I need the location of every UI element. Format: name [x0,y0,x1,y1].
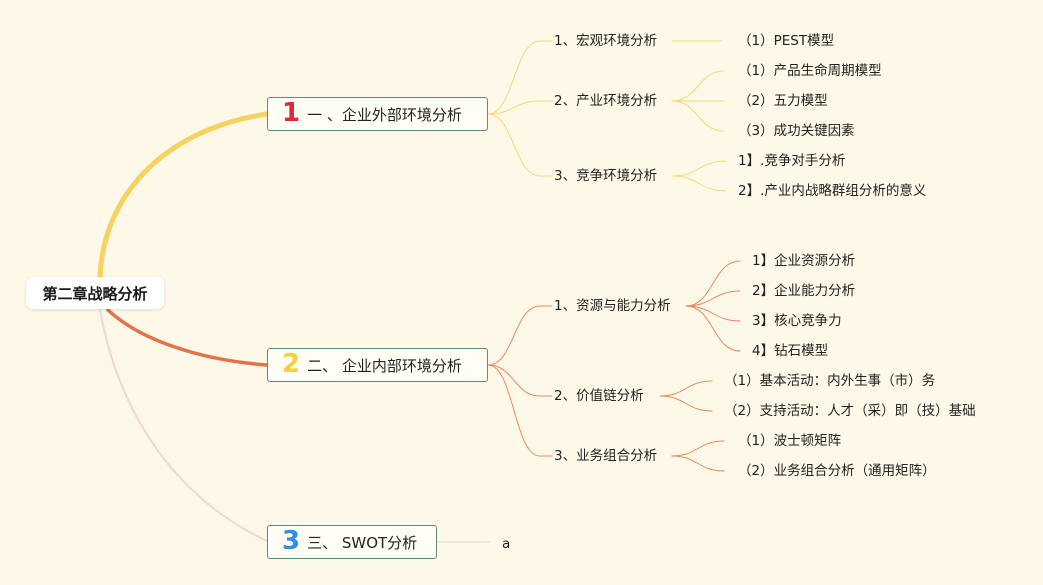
branch-node-internal[interactable]: 2 二、 企业内部环境分析 [267,348,488,382]
root-node[interactable]: 第二章战略分析 [26,277,164,309]
leaf-node-five-forces[interactable]: （2）五力模型 [738,93,828,109]
leaf-node-key-factors[interactable]: （3）成功关键因素 [738,123,855,139]
connector-b2-sub2 [487,364,541,397]
leaf-node-lifecycle[interactable]: （1）产品生命周期模型 [738,63,882,79]
connector-b2-leaf-support [659,395,713,412]
leaf-node-bcg[interactable]: （1）波士顿矩阵 [738,433,842,449]
connector-b2-leaf-primary [659,380,713,397]
number-1-icon: 1 [282,98,301,128]
leaf-node-core-competence[interactable]: 3】核心竞争力 [752,313,842,329]
connector-root-branch3 [99,309,268,542]
connector-b1-sub3 [487,113,541,177]
connector-b2-leaf-ge [671,455,725,472]
leaf-node-ge-matrix[interactable]: （2）业务组合分析（通用矩阵） [738,463,936,479]
leaf-node-resource-analysis[interactable]: 1】企业资源分析 [752,253,856,269]
sub-node-industry[interactable]: 2、产业环境分析 [554,93,658,109]
leaf-node-competitor[interactable]: 1】.竞争对手分析 [738,153,846,169]
connector-b1-leaf-competitor [671,160,727,177]
connector-root-branch1 [97,111,270,286]
branch-label: 三、 SWOT分析 [307,533,418,552]
sub-node-competition[interactable]: 3、竞争环境分析 [554,168,658,184]
sub-node-resources[interactable]: 1、资源与能力分析 [554,298,671,314]
connector-b1-sub1 [487,40,541,115]
branch-node-swot[interactable]: 3 三、 SWOT分析 [267,525,437,559]
number-3-icon: 3 [282,526,301,556]
connector-b2-leaf-diamond [685,305,741,352]
root-label: 第二章战略分析 [42,284,148,303]
branch-label: 二、 企业内部环境分析 [307,356,462,375]
connector-b2-leaf-core [685,305,741,322]
connector-b1-leaf-group [671,175,727,192]
leaf-node-strategic-group[interactable]: 2】.产业内战略群组分析的意义 [738,183,927,199]
sub-node-portfolio[interactable]: 3、业务组合分析 [554,448,658,464]
leaf-node-diamond[interactable]: 4】钻石模型 [752,343,829,359]
sub-node-a[interactable]: a [502,536,511,552]
number-2-icon: 2 [282,349,301,379]
leaf-node-capability[interactable]: 2】企业能力分析 [752,283,856,299]
connector-b2-sub3 [487,364,541,457]
branch-node-external[interactable]: 1 一 、企业外部环境分析 [267,97,488,131]
connector-b2-leaf-resource [685,260,741,307]
leaf-node-support-activities[interactable]: （2）支持活动：人才（采）即（技）基础 [724,403,976,419]
connector-b1-leaf-lifecycle [671,70,725,102]
connector-b2-sub1 [487,305,541,366]
sub-node-macro[interactable]: 1、宏观环境分析 [554,33,658,49]
sub-node-value-chain[interactable]: 2、价值链分析 [554,388,644,404]
connector-root-branch2 [106,308,269,367]
branch-label: 一 、企业外部环境分析 [307,105,462,124]
connector-b1-leaf-keyfactors [671,100,725,132]
connector-b1-sub2 [487,100,541,115]
leaf-node-primary-activities[interactable]: （1）基本活动：内外生事（市）务 [724,373,936,389]
connector-b2-leaf-bcg [671,440,725,457]
connector-b2-leaf-capability [685,290,741,307]
leaf-node-pest[interactable]: （1）PEST模型 [738,33,835,49]
